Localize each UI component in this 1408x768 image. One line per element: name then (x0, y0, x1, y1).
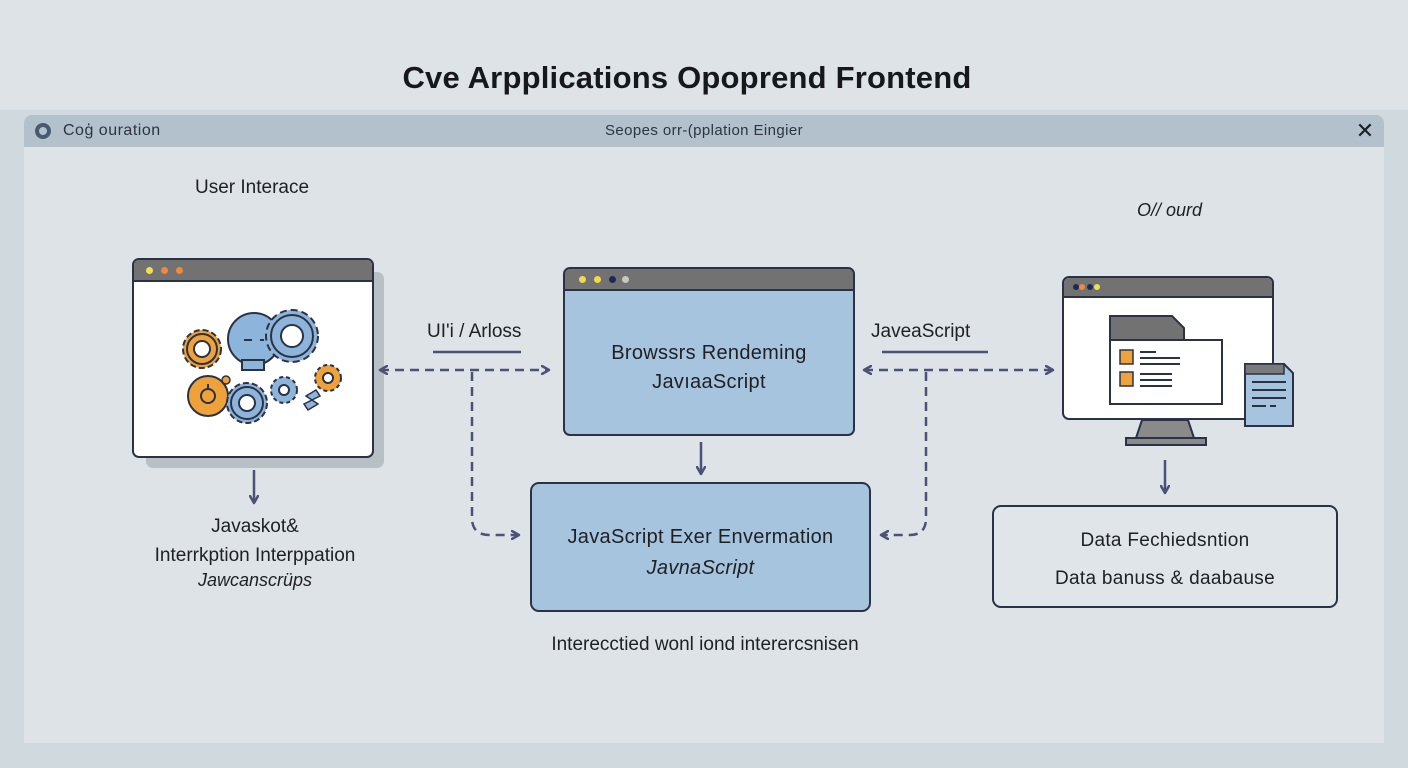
window-dot-icon (1094, 284, 1100, 290)
close-button[interactable]: ✕ (1352, 118, 1378, 144)
gear-icon[interactable] (35, 123, 51, 139)
titlebar-left-label: Coģ ouration (63, 122, 161, 139)
js-execution-box[interactable]: JavaScript Exer Envermation JavnaScript (530, 482, 871, 612)
output-heading: O// ourd (1137, 200, 1203, 220)
window-dot-icon (1087, 284, 1093, 290)
gear-icon (314, 364, 342, 392)
bolt-icon (302, 388, 322, 412)
user-interface-heading: User Interace (195, 177, 310, 198)
close-icon: ✕ (1355, 118, 1375, 143)
js-execution-caption: Interecctied wonl iond interercsnisen (551, 634, 859, 655)
window-dot-icon (622, 276, 629, 283)
browser-rendering-title: Browssrs Rendeming (611, 342, 807, 364)
data-fetch-box[interactable]: Data Fechiedsntion Data banuss & daabaus… (992, 505, 1338, 608)
ui-browser-window (132, 258, 374, 458)
gears-illustration (182, 309, 342, 424)
window-dot-icon (176, 267, 183, 274)
ui-caption-line3: Jawcanscrüps (197, 570, 313, 590)
page-title: Cve Arpplications Opoprend Frontend (402, 60, 972, 95)
monitor-titlebar (1064, 278, 1272, 298)
connector-right-label: JaveaScript (871, 321, 971, 342)
window-dot-icon (1079, 284, 1085, 290)
window-titlebar: Coģ ouration Seopes orr-(pplation Eingie… (24, 115, 1384, 147)
window-dot-icon (579, 276, 586, 283)
gear-icon (265, 309, 319, 363)
window-dot-icon (146, 267, 153, 274)
document-illustration (1109, 315, 1223, 405)
data-fetch-subtitle: Data banuss & daabause (1055, 568, 1275, 589)
stopwatch-icon (187, 375, 231, 417)
connector-left-label: UI'i / Arloss (427, 321, 522, 342)
window-dot-icon (1073, 284, 1079, 290)
window-dot-icon (594, 276, 601, 283)
js-execution-title: JavaScript Exer Envermation (567, 526, 834, 548)
document-icon (1109, 315, 1223, 405)
ui-caption-line1: Javaskot& (211, 516, 299, 537)
titlebar-center-label: Seopes orr-(pplation Eingier (605, 122, 803, 139)
gear-icon (182, 329, 222, 369)
window-dot-icon (161, 267, 168, 274)
window-dot-icon (609, 276, 616, 283)
gear-icon (226, 382, 268, 424)
browser-rendering-subtitle: JavıaaScript (652, 371, 766, 393)
js-execution-subtitle: JavnaScript (646, 557, 755, 579)
browser-rendering-window[interactable]: Browssrs Rendeming JavıaaScript (563, 267, 855, 436)
ui-window-titlebar (134, 260, 372, 282)
header-band (0, 0, 1408, 110)
data-fetch-title: Data Fechiedsntion (1080, 530, 1250, 551)
gear-icon (270, 376, 298, 404)
ui-caption-line2: Interrkption Interppation (154, 545, 356, 566)
output-monitor-window (1062, 276, 1274, 420)
browser-window-titlebar (565, 269, 853, 291)
